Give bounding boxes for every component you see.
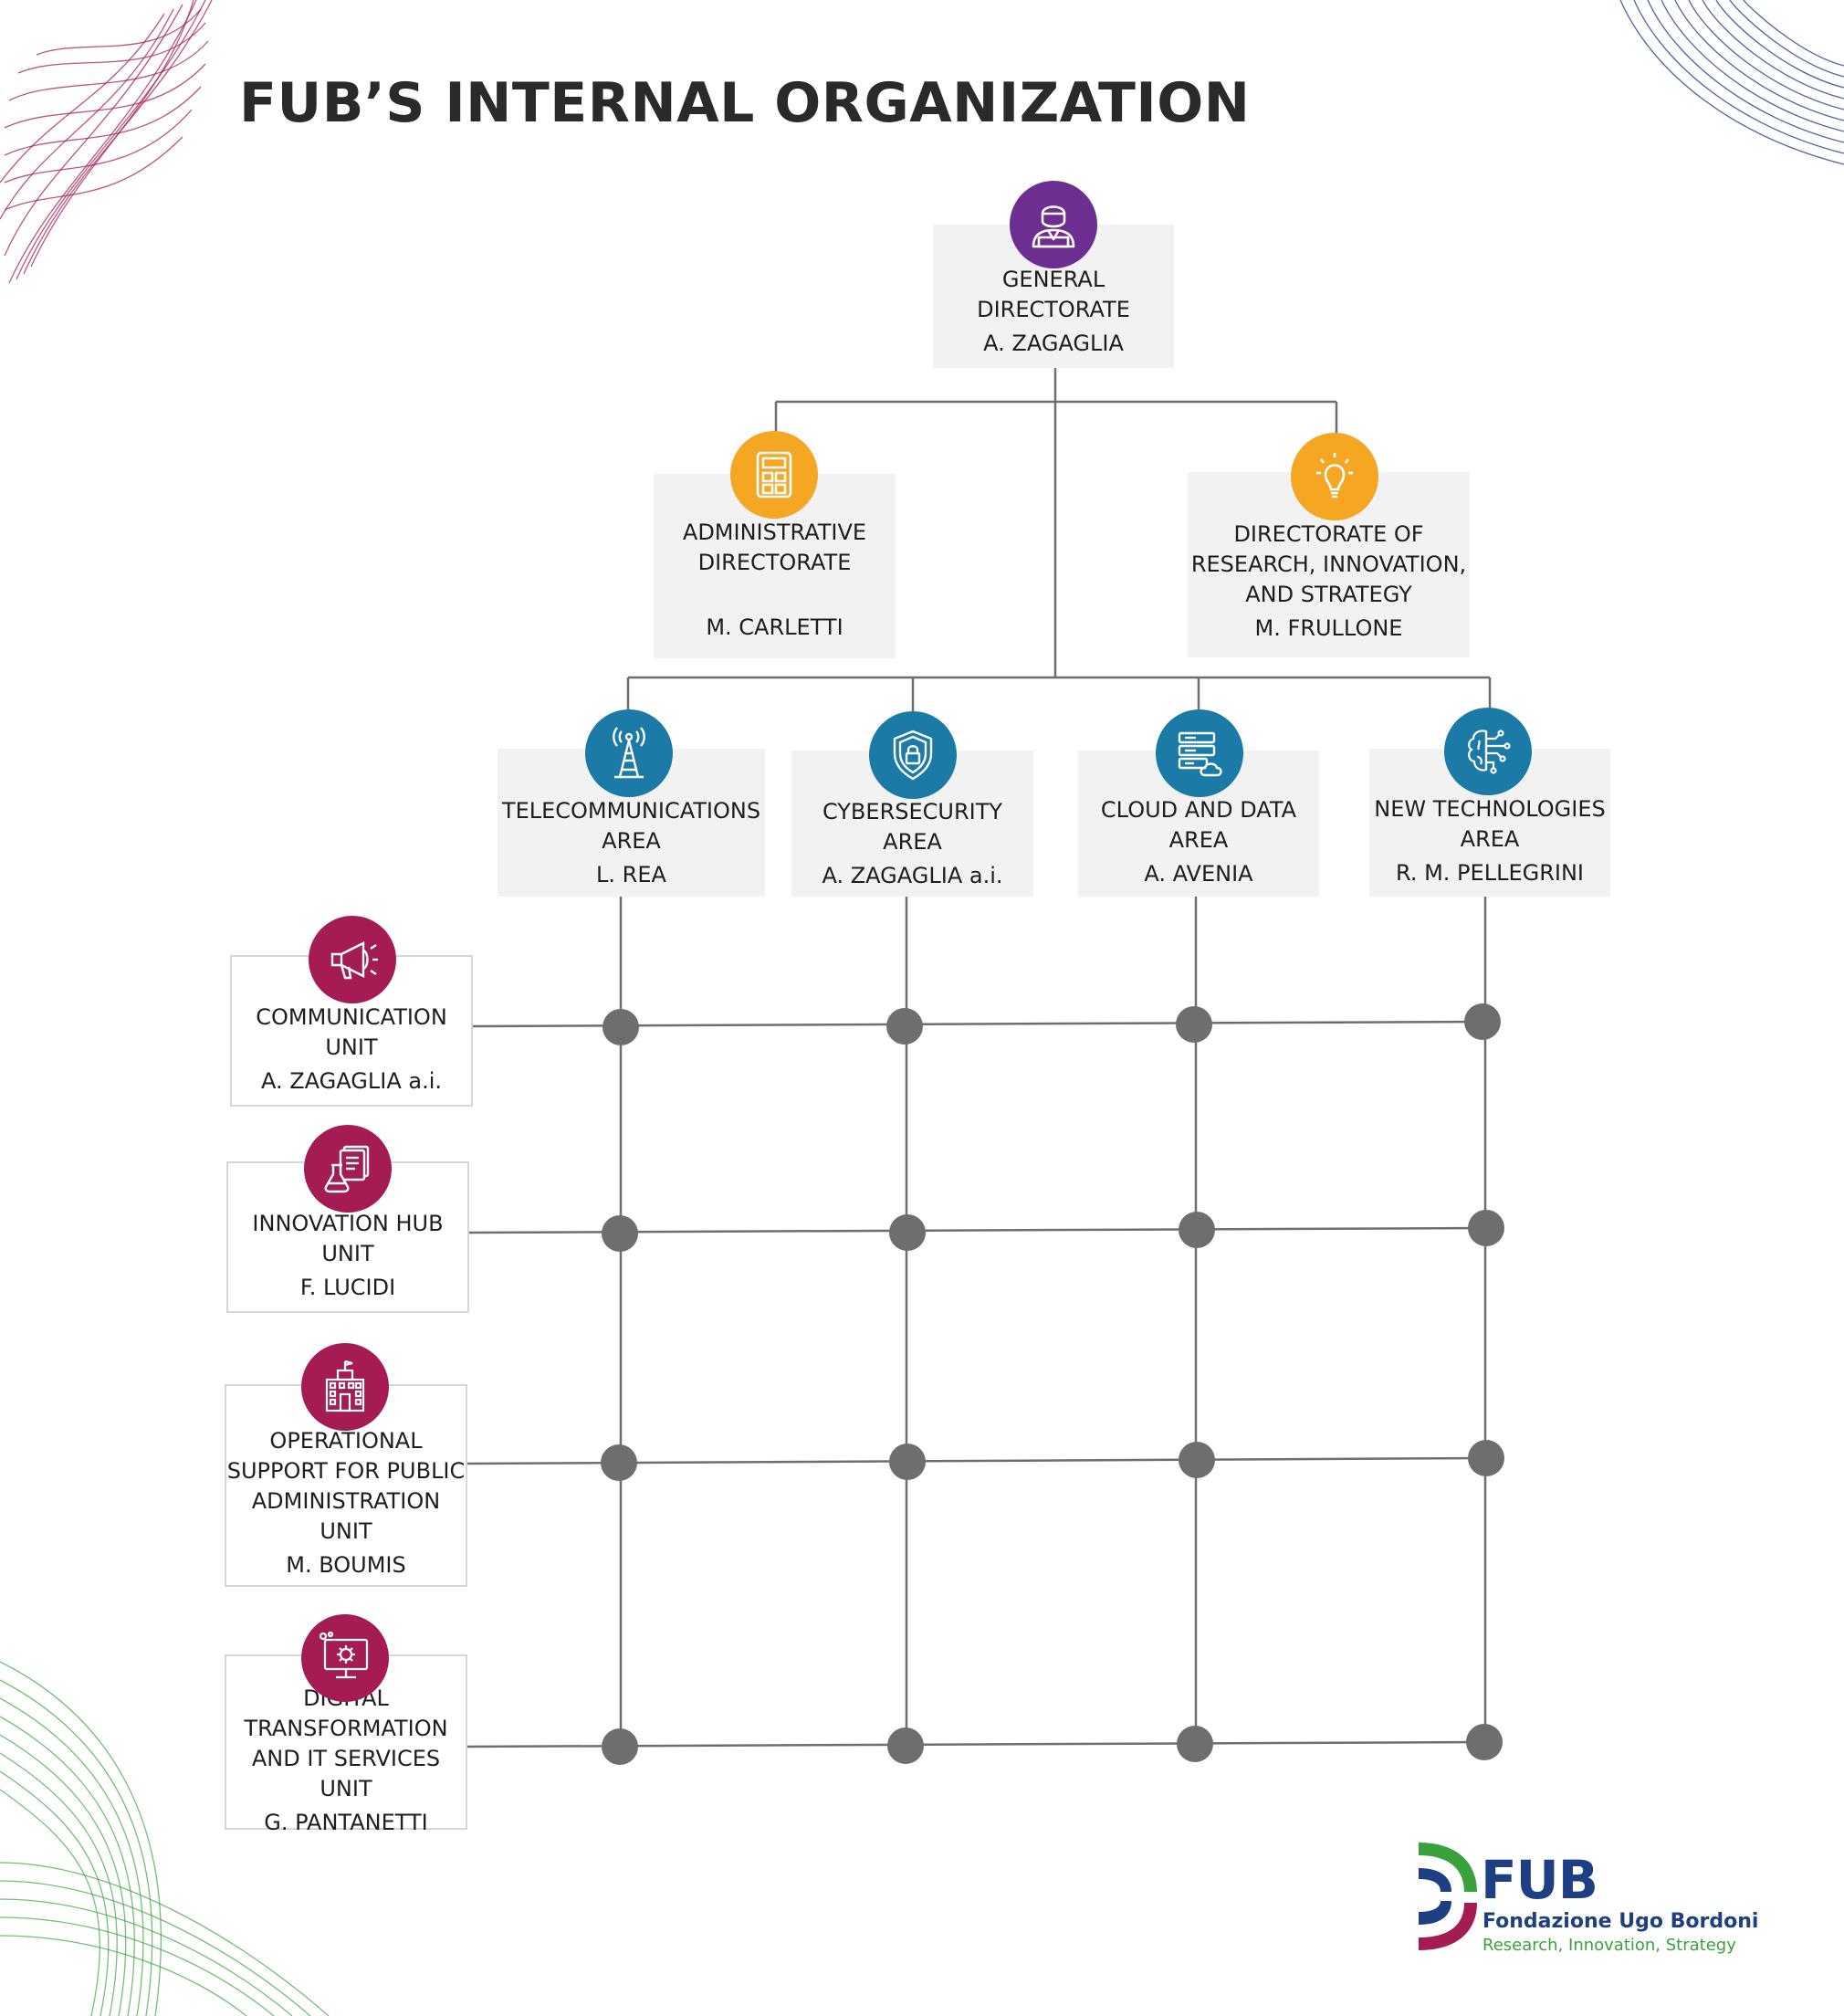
general-director-name: A. ZAGAGLIA [983,331,1124,356]
general-directorate-title-line1: GENERAL [1001,267,1105,292]
node-digital-newtech [1466,1724,1503,1760]
operational-support-unit-manager-name: M. BOUMIS [286,1551,406,1578]
cloud-data-area-manager-name: A. AVENIA [1144,860,1253,887]
operational-support-unit-title-line1: OPERATIONAL [269,1427,423,1454]
logo-organization-name: Fondazione Ugo Bordoni [1483,1910,1759,1933]
new-technologies-area-title-line1: NEW TECHNOLOGIES [1374,795,1606,822]
top-right-wave-decoration [1619,0,1844,165]
research-directorate-title-line2: RESEARCH, INNOVATION, [1190,551,1467,577]
node-comm-cyber [886,1008,923,1045]
page-title: FUB’S INTERNAL ORGANIZATION [239,71,1251,135]
manager-icon [1010,181,1097,268]
fub-logo-mark [1419,1843,1477,1950]
cloud-data-area-title-line1: CLOUD AND DATA [1100,796,1297,823]
operational-support-unit-title-line2: SUPPORT FOR PUBLIC [226,1457,466,1484]
innovation-hub-unit-title-line2: UNIT [321,1240,374,1266]
node-innov-newtech [1468,1210,1504,1246]
node-innov-cloud [1179,1212,1215,1248]
bottom-left-wave-decoration [0,1661,330,2016]
node-innov-cyber [889,1214,926,1251]
operational-support-unit-title-line4: UNIT [320,1517,372,1544]
building-icon [301,1343,389,1431]
node-comm-cloud [1176,1006,1212,1043]
communication-unit-title-line1: COMMUNICATION [256,1003,447,1030]
telecom-area-manager-name: L. REA [596,861,666,887]
telecom-area-title-line1: TELECOMMUNICATIONS [501,797,761,824]
general-directorate-title-line2: DIRECTORATE [977,297,1130,322]
top-left-wave-decoration [0,0,213,284]
operational-support-unit-title-line3: ADMINISTRATION [251,1487,441,1514]
cybersecurity-area-title-line2: AREA [883,828,942,855]
shield-lock-icon [869,711,957,799]
innovation-hub-unit-manager-name: F. LUCIDI [299,1274,396,1300]
new-technologies-area-title-line2: AREA [1460,825,1520,852]
lab-document-icon [304,1125,392,1213]
communication-unit-title-line2: UNIT [325,1034,378,1060]
innovation-hub-unit-title-line1: INNOVATION HUB [252,1210,444,1236]
node-comm-newtech [1464,1003,1501,1040]
administrative-directorate-title-line2: DIRECTORATE [697,549,852,575]
node-comm-telecom [602,1009,639,1045]
telecom-area-title-line2: AREA [602,827,661,854]
cybersecurity-area-manager-name: A. ZAGAGLIA a.i. [822,862,1003,888]
node-digital-telecom [602,1728,638,1765]
research-directorate-title-line3: AND STRATEGY [1245,581,1412,607]
cloud-data-area-box: CLOUD AND DATA AREA A. AVENIA [1078,751,1319,897]
antenna-tower-icon [585,709,673,797]
node-ops-cloud [1179,1442,1215,1478]
cloud-data-area-title-line2: AREA [1168,826,1229,853]
logo-tagline: Research, Innovation, Strategy [1483,1936,1736,1955]
administrative-director-name: M. CARLETTI [706,614,843,640]
brain-circuit-icon [1444,708,1532,795]
communication-unit-manager-name: A. ZAGAGLIA a.i. [260,1067,442,1094]
megaphone-icon [309,916,396,1003]
node-innov-telecom [602,1215,638,1252]
node-ops-cyber [889,1444,926,1480]
calculator-icon [730,431,818,519]
logo-wordmark: FUB [1481,1849,1598,1911]
server-cloud-icon [1156,709,1243,797]
research-directorate-title-line1: DIRECTORATE OF [1233,520,1424,547]
administrative-directorate-title-line1: ADMINISTRATIVE [682,519,867,545]
cybersecurity-area-title-line1: CYBERSECURITY [822,798,1003,824]
new-technologies-area-manager-name: R. M. PELLEGRINI [1396,859,1584,886]
monitor-gear-icon [301,1614,389,1702]
communication-unit-box: COMMUNICATION UNIT A. ZAGAGLIA a.i. [230,955,473,1107]
digital-transformation-unit-title-line2: TRANSFORMATION [244,1715,448,1741]
digital-transformation-unit-title-line3: AND IT SERVICES UNIT [251,1745,441,1801]
cybersecurity-area-box: CYBERSECURITY AREA A. ZAGAGLIA a.i. [791,751,1033,897]
node-digital-cloud [1177,1726,1213,1762]
digital-transformation-unit-manager-name: G. PANTANETTI [264,1809,428,1835]
research-director-name: M. FRULLONE [1254,614,1403,641]
node-digital-cyber [887,1727,924,1764]
lightbulb-icon [1291,433,1378,520]
node-ops-newtech [1468,1440,1504,1476]
node-ops-telecom [601,1444,637,1481]
